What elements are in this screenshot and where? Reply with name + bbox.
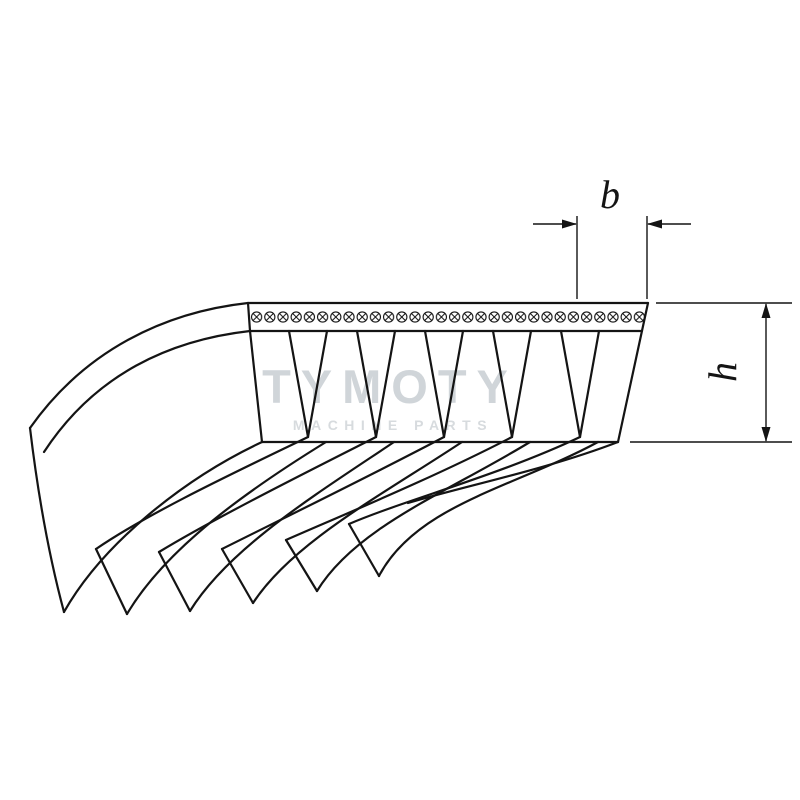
band-left-edge xyxy=(246,301,252,333)
groove-sweep-curve xyxy=(157,435,378,554)
b-arrowhead-left-pointing xyxy=(647,219,662,229)
near-bottom-edge-curve xyxy=(406,440,620,505)
belt-right-edge xyxy=(616,301,650,444)
left-contour-edge xyxy=(28,426,66,614)
dimension-h: h xyxy=(630,302,792,443)
back-inner-curve xyxy=(42,329,252,454)
groove-sweep-curve xyxy=(94,435,310,551)
watermark-brand-text: TYMOTY xyxy=(262,360,518,413)
tooth-edge xyxy=(157,550,192,613)
tooth-edge xyxy=(94,547,129,616)
cord-band-fill xyxy=(248,303,648,331)
tooth-edge xyxy=(284,538,319,593)
tooth-edge xyxy=(347,522,381,578)
h-arrowhead-down-pointing xyxy=(761,427,771,442)
rib-sweep-curve xyxy=(377,440,600,578)
b-dimension-label: b xyxy=(600,172,620,217)
rib-sweep-curve xyxy=(251,440,464,605)
rib-sweep-curve xyxy=(315,440,532,593)
b-arrowhead-right-pointing xyxy=(562,219,577,229)
rib-sweep-curve xyxy=(125,440,328,616)
dimension-b: b xyxy=(533,172,691,299)
rib-sweep-curve xyxy=(188,440,396,613)
h-dimension-label: h xyxy=(700,362,745,382)
groove-sweep-curve xyxy=(220,435,446,551)
back-outer-curve xyxy=(28,301,250,430)
watermark-subtitle-text: MACHINE PARTS xyxy=(293,417,493,433)
rib-groove xyxy=(559,329,601,439)
h-arrowhead-up-pointing xyxy=(761,303,771,318)
belt-perspective-body xyxy=(28,301,620,616)
face-left-edge xyxy=(248,329,264,444)
tooth-edge xyxy=(220,547,255,605)
rib-sweep-curve xyxy=(62,440,264,614)
groove-sweep-curve xyxy=(347,435,582,526)
groove-sweep-curve xyxy=(284,435,514,542)
